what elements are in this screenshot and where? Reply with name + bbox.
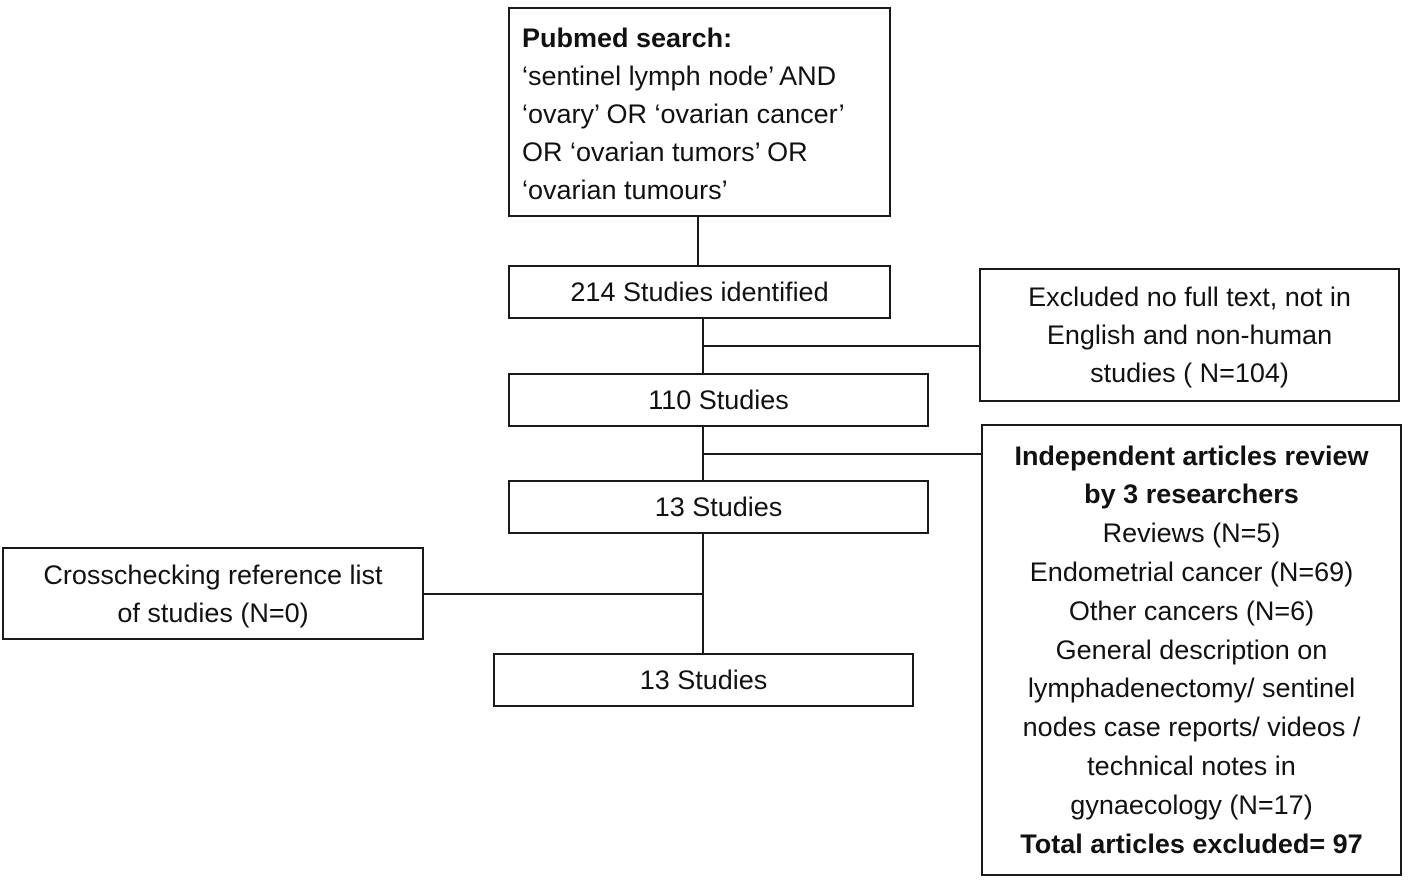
crosscheck-line: Crosschecking reference list	[43, 559, 383, 590]
review-line: Endometrial cancer (N=69)	[1029, 557, 1354, 587]
review-line: Reviews (N=5)	[1102, 518, 1281, 549]
excluded-line: English and non-human	[1046, 320, 1333, 350]
review-line: Other cancers (N=6)	[1068, 595, 1315, 626]
studies-13-final-label: 13 Studies	[639, 665, 768, 695]
review-heading-line: by 3 researchers	[1084, 479, 1299, 510]
studies-13-after-review-label: 13 Studies	[654, 492, 783, 522]
connector-branch-review	[702, 453, 981, 455]
pubmed-search-line: ‘ovary’ OR ‘ovarian cancer’	[522, 99, 845, 129]
crosscheck-line: of studies (N=0)	[117, 597, 309, 628]
studies-110-box: 110 Studies	[508, 373, 929, 427]
studies-identified-label: 214 Studies identified	[570, 277, 829, 307]
review-line: gynaecology (N=17)	[1070, 789, 1313, 820]
pubmed-search-box: Pubmed search: ‘sentinel lymph node’ AND…	[508, 7, 891, 217]
connector-branch-excluded	[702, 345, 979, 347]
studies-identified-box: 214 Studies identified	[508, 265, 891, 319]
pubmed-search-line: ‘ovarian tumours’	[522, 175, 728, 205]
pubmed-search-line: OR ‘ovarian tumors’ OR	[522, 137, 808, 167]
crosscheck-reference-box: Crosschecking reference list of studies …	[2, 547, 424, 640]
independent-review-box: Independent articles review by 3 researc…	[981, 424, 1402, 876]
review-line: General description on	[1055, 634, 1328, 665]
excluded-line: Excluded no full text, not in	[1028, 282, 1351, 312]
studies-110-label: 110 Studies	[648, 385, 789, 415]
pubmed-search-heading: Pubmed search:	[522, 23, 733, 53]
studies-13-after-review-box: 13 Studies	[508, 480, 929, 534]
excluded-no-full-text-box: Excluded no full text, not in English an…	[979, 268, 1400, 402]
connector-search-to-identified	[697, 217, 699, 265]
excluded-line: studies ( N=104)	[1090, 358, 1289, 388]
review-line: lymphadenectomy/ sentinel	[1027, 673, 1356, 704]
review-line: technical notes in	[1087, 750, 1296, 781]
review-heading-line: Independent articles review	[1014, 440, 1369, 471]
review-line: nodes case reports/ videos /	[1022, 712, 1361, 743]
pubmed-search-line: ‘sentinel lymph node’ AND	[522, 61, 837, 91]
review-total-line: Total articles excluded= 97	[1020, 828, 1363, 859]
connector-crosscheck-merge	[424, 593, 704, 595]
studies-13-final-box: 13 Studies	[493, 653, 914, 707]
